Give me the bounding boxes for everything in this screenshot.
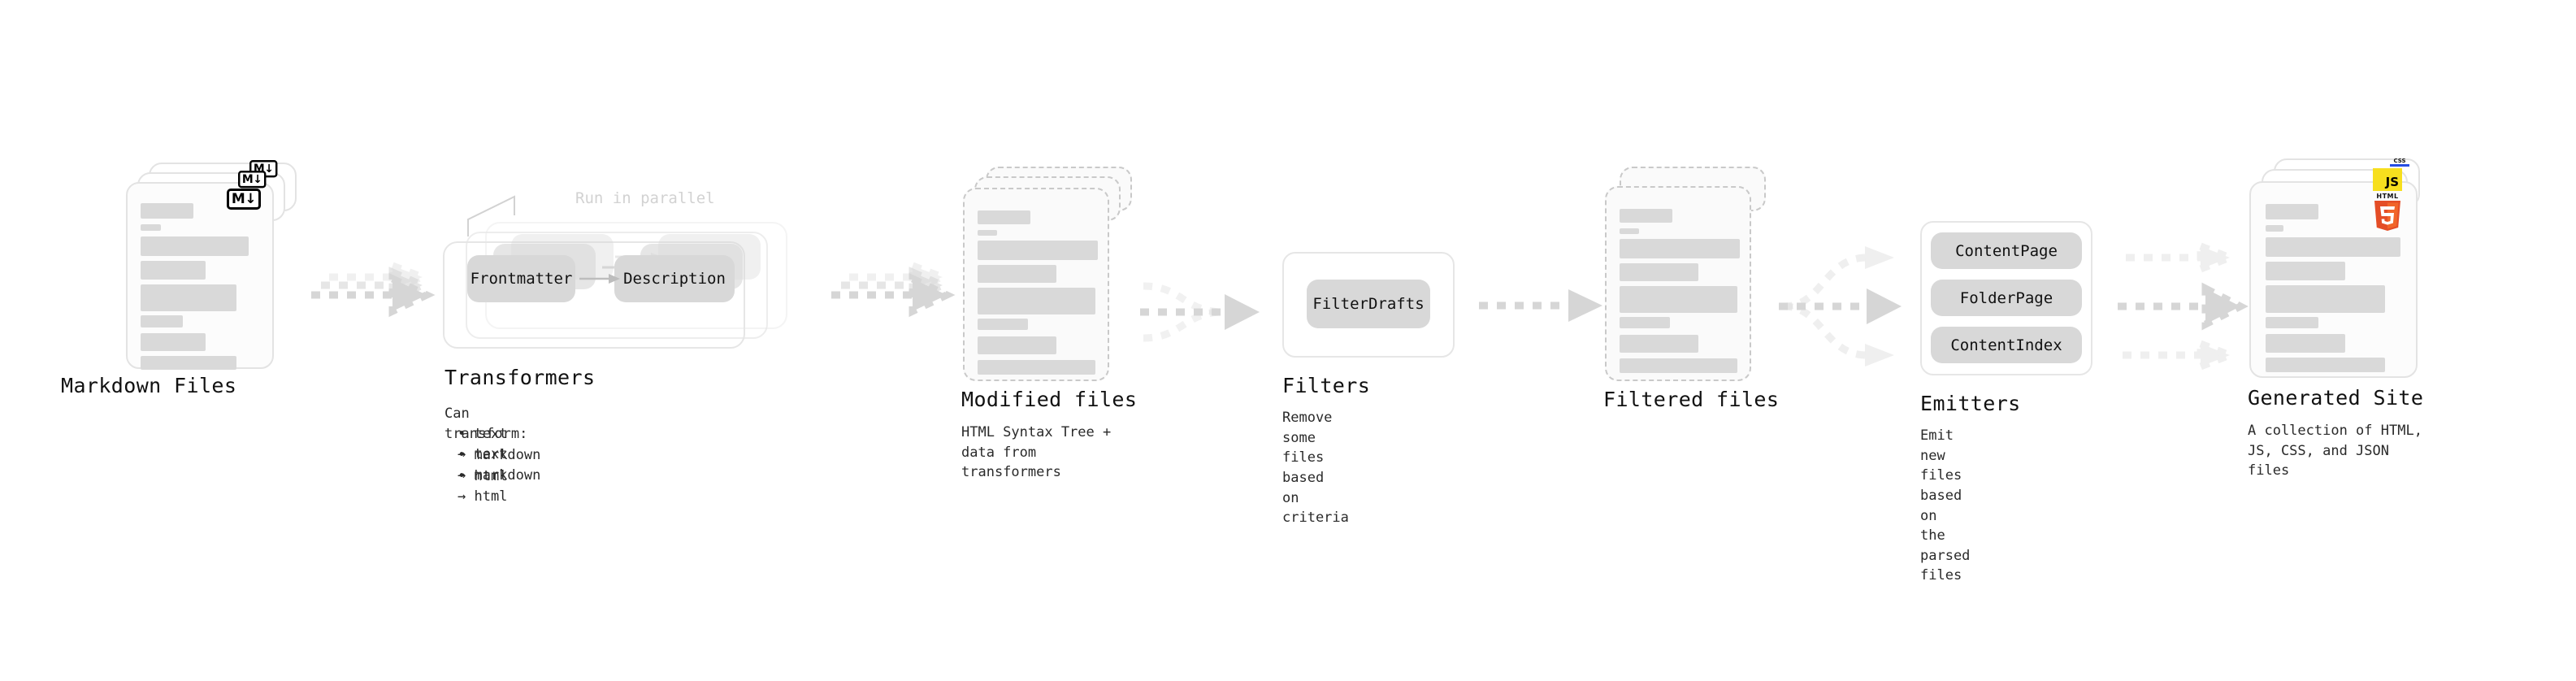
emitters-pill-contentpage[interactable]: ContentPage — [1931, 232, 2082, 269]
doc-bar — [141, 284, 236, 311]
page-title-markdown: Markdown Files — [61, 374, 237, 397]
doc-bar — [2266, 204, 2318, 219]
page-title-filters: Filters — [1282, 374, 1371, 397]
stage-generated-site: CSS JS HTML Generated Site A collection … — [2248, 158, 2436, 479]
css-badge: CSS — [2390, 158, 2409, 167]
emitters-pill-folderpage[interactable]: FolderPage — [1931, 280, 2082, 316]
bullet-text: html → html — [458, 468, 508, 505]
transformers-bullet-3: • html → html — [458, 466, 507, 506]
doc-bar — [978, 210, 1030, 224]
doc-bar — [2266, 285, 2385, 313]
transformer-inner-arrow-front — [579, 274, 620, 284]
doc-bar — [141, 261, 206, 280]
doc-bar — [1620, 358, 1737, 373]
transformers-bullet-1: • text → text — [458, 424, 507, 464]
page-title-generated-site: Generated Site — [2248, 386, 2424, 410]
bullet-dot: • — [458, 468, 475, 484]
doc-bar — [141, 356, 236, 370]
transformer-group-back-1 — [466, 232, 768, 339]
stage-markdown-files: M↓ M↓ M↓ Markdown Files — [61, 160, 301, 423]
bullet-dot: • — [458, 426, 475, 442]
stage-filtered-files: Filtered files — [1603, 167, 1780, 427]
doc-bar — [978, 230, 997, 236]
page-title-transformers: Transformers — [445, 366, 596, 389]
modified-files-subtitle: HTML Syntax Tree + data from transformer… — [961, 424, 1112, 481]
bullet-dot: • — [458, 447, 475, 463]
markdown-badge-back-1: M↓ — [238, 171, 267, 189]
filters-pill-filterdrafts[interactable]: FilterDrafts — [1307, 280, 1430, 328]
arrow-transformers-to-modified — [831, 260, 956, 318]
run-in-parallel-label: Run in parallel — [575, 189, 715, 207]
html5-badge: HTML — [2374, 193, 2400, 231]
bullet-text: markdown → markdown — [458, 447, 541, 484]
js-badge-label: JS — [2385, 175, 2399, 189]
doc-bar — [978, 336, 1056, 354]
doc-bar — [2266, 225, 2283, 232]
doc-bar — [2266, 358, 2385, 372]
markdown-badge: M↓ — [227, 189, 261, 210]
svg-text:CSS: CSS — [2393, 158, 2405, 164]
doc-bar — [141, 203, 193, 219]
transformers-bullet-2: • markdown → markdown — [458, 445, 540, 485]
arrow-markdown-to-transformers — [311, 260, 436, 318]
emitters-subtitle: Emit new files based on the parsed files — [1920, 427, 1971, 584]
page-title-emitters: Emitters — [1920, 392, 2021, 415]
arrow-modified-to-filters — [1140, 282, 1260, 342]
doc-bar — [141, 224, 161, 231]
doc-bar — [141, 315, 183, 327]
arrow-filtered-to-emitters — [1779, 246, 1902, 367]
filtered-card-front — [1605, 186, 1751, 381]
stage-modified-files: Modified files HTML Syntax Tree + data f… — [961, 167, 1138, 480]
doc-bar — [1620, 286, 1737, 313]
doc-bar — [1620, 317, 1670, 328]
doc-bar — [978, 319, 1028, 330]
doc-bar — [1620, 228, 1639, 234]
doc-bar — [1620, 335, 1698, 353]
doc-bar — [2266, 317, 2318, 328]
doc-bar — [978, 288, 1095, 314]
transformer-pill-frontmatter[interactable]: Frontmatter — [467, 255, 575, 302]
doc-bar — [1620, 209, 1672, 223]
emitters-group — [1920, 221, 2092, 375]
filters-subtitle: Remove some files based on criteria — [1282, 410, 1349, 527]
transformers-subtitle: Can transform: — [445, 406, 528, 442]
doc-bar — [2266, 262, 2345, 280]
transformer-pill-description[interactable]: Description — [614, 255, 735, 302]
doc-bar — [978, 241, 1098, 260]
arrow-emitters-to-site — [2118, 241, 2249, 372]
page-title-filtered-files: Filtered files — [1603, 388, 1780, 411]
arrow-filters-to-filtered — [1479, 289, 1602, 322]
modified-card-front — [963, 188, 1109, 381]
doc-bar — [2266, 334, 2345, 353]
page-title-modified-files: Modified files — [961, 388, 1138, 411]
generated-site-subtitle: A collection of HTML, JS, CSS, and JSON … — [2248, 423, 2422, 479]
emitters-pill-contentindex[interactable]: ContentIndex — [1931, 327, 2082, 363]
run-in-parallel-bracket — [467, 195, 515, 236]
transformer-group-front — [443, 241, 745, 349]
doc-bar — [978, 265, 1056, 283]
markdown-card-front — [126, 182, 274, 370]
doc-bar — [2266, 237, 2400, 257]
js-badge: JS — [2373, 168, 2402, 191]
bullet-text: text → text — [458, 426, 508, 462]
doc-bar — [1620, 239, 1740, 258]
svg-text:HTML: HTML — [2376, 193, 2398, 200]
doc-bar — [978, 360, 1095, 375]
doc-bar — [1620, 263, 1698, 281]
filters-group — [1282, 252, 1455, 358]
doc-bar — [141, 236, 249, 256]
doc-bar — [141, 333, 206, 351]
